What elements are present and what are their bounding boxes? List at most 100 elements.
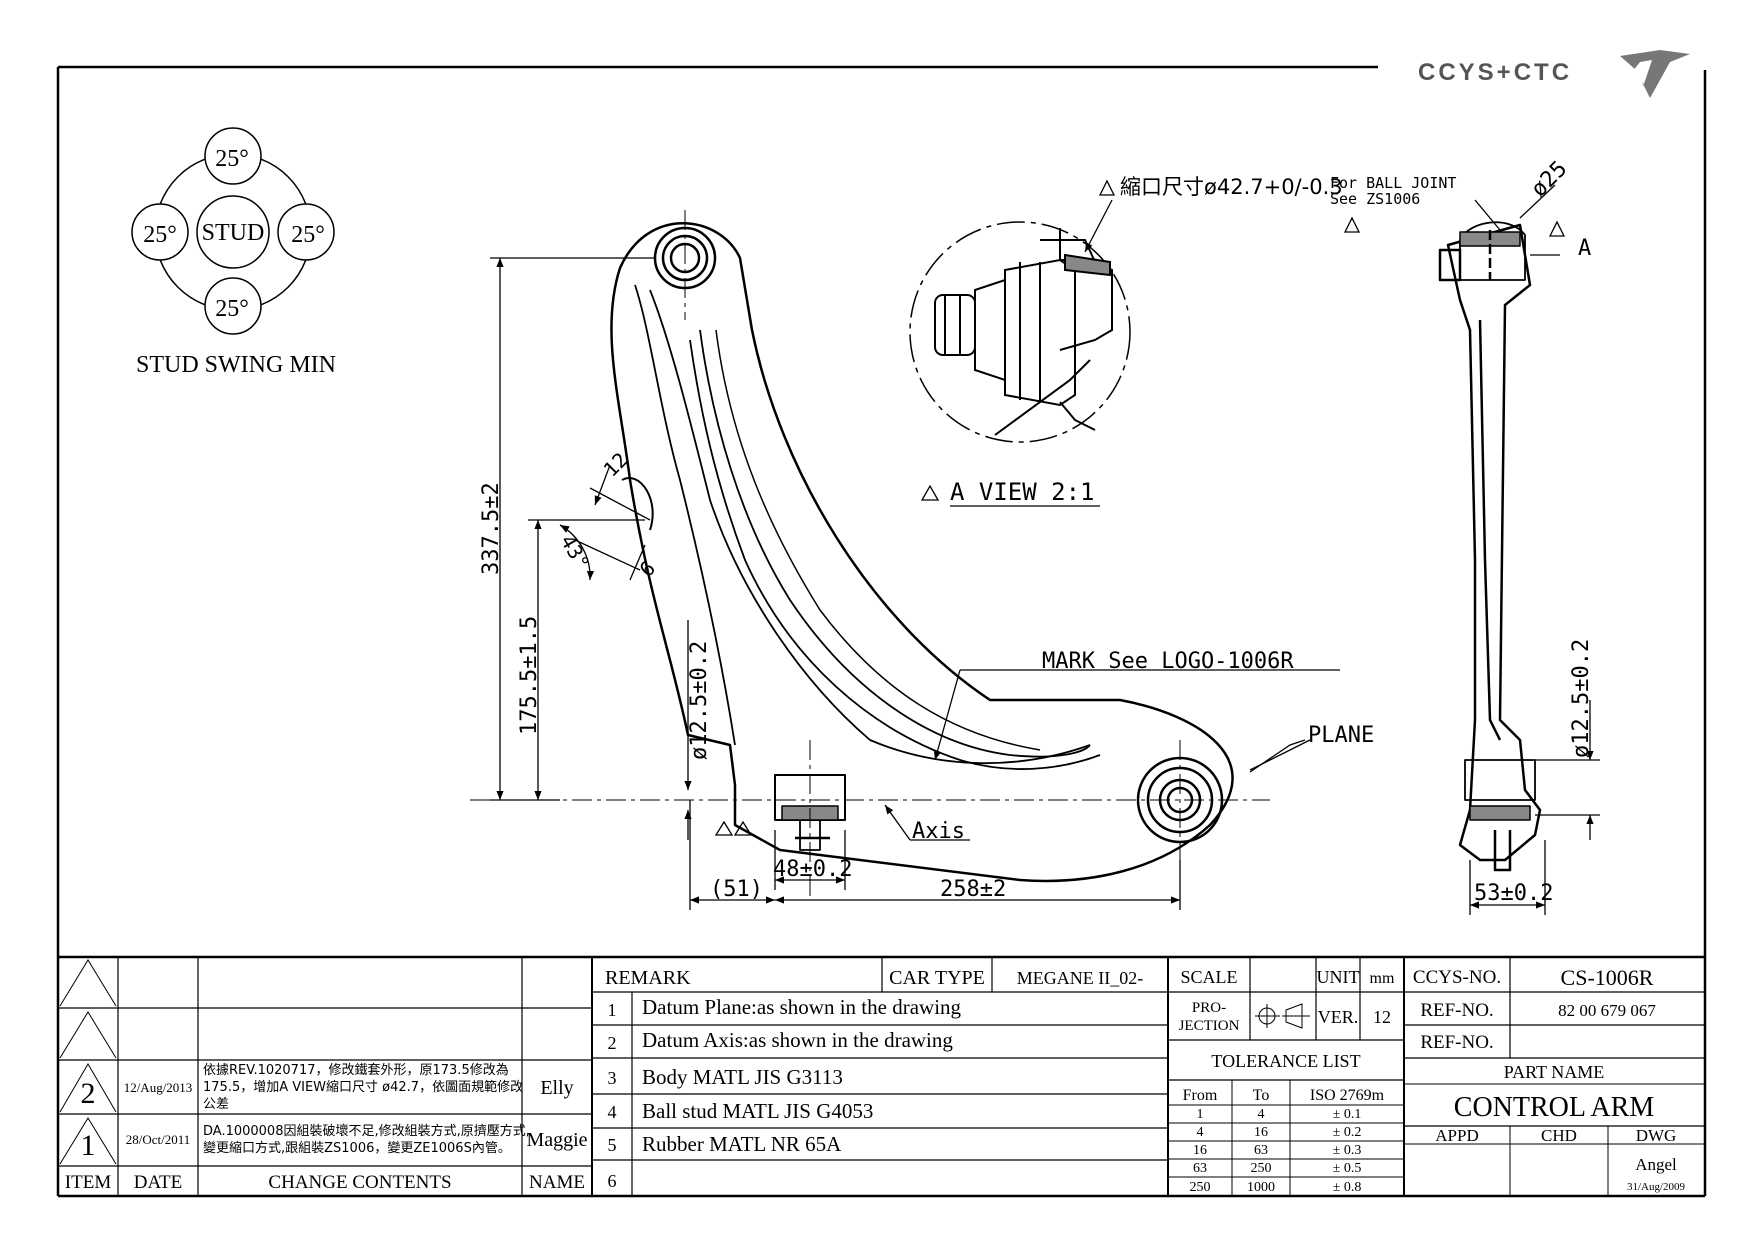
tol-row-1-from: 1 [1197, 1107, 1204, 1122]
remark-no-2: 2 [608, 1033, 617, 1053]
dimension-lines [490, 257, 1340, 910]
dwg-label: DWG [1636, 1126, 1677, 1145]
dim-side-dia: ø12.5±0.2 [1569, 639, 1594, 758]
dim-offset: (51) [710, 877, 763, 902]
ccys-no-label: CCYS-NO. [1413, 967, 1501, 988]
swing-caption: STUD SWING MIN [136, 352, 336, 378]
appd-label: APPD [1435, 1126, 1478, 1145]
note-crimp-dia: 縮口尺寸ø42.7+0/-0.3 [1120, 175, 1343, 199]
rev-contents-2b: 175.5，增加A VIEW縮口尺寸 ø42.7，依圖面規範修改 [203, 1079, 523, 1095]
rev-contents-2c: 公差 [203, 1097, 229, 1112]
datum-a-label: A [1578, 236, 1591, 261]
tolerance-title: TOLERANCE LIST [1211, 1051, 1360, 1071]
rev-header-item: ITEM [65, 1172, 112, 1193]
remark-no-5: 5 [608, 1135, 617, 1155]
rev-name-2: Elly [540, 1077, 573, 1099]
remark-text-3: Body MATL JIS G3113 [642, 1065, 843, 1089]
remark-no-4: 4 [608, 1102, 617, 1122]
remark-no-6: 6 [608, 1171, 617, 1191]
svg-text:CCYS+CTC: CCYS+CTC [1418, 59, 1572, 86]
callout-plane: PLANE [1308, 723, 1374, 748]
rev-contents-1b: 變更縮口方式,跟組裝ZS1006，變更ZE1006S內管。 [203, 1140, 511, 1156]
swing-angle-bottom: 25° [215, 296, 249, 322]
dim-tab-width: 12 [599, 448, 633, 482]
dim-height-total: 337.5±2 [479, 482, 504, 575]
unit-value: mm [1370, 970, 1395, 987]
tol-row-5-tol: ± 0.8 [1333, 1180, 1362, 1195]
rev-contents-1a: DA.1000008因組裝破壞不足,修改組裝方式,原擠壓方式, [203, 1123, 530, 1139]
rev-header-contents: CHANGE CONTENTS [268, 1172, 451, 1193]
dim-height-a: 175.5±1.5 [517, 616, 542, 735]
ref-no-label: REF-NO. [1420, 1000, 1493, 1021]
rev-header-name: NAME [529, 1172, 585, 1193]
dim-bush-dia: ø12.5±0.2 [687, 641, 712, 760]
dim-tab-hole: 6 [635, 556, 660, 581]
remark-text-5: Rubber MATL NR 65A [642, 1132, 842, 1156]
control-arm-front-view [610, 222, 1234, 883]
brand-logo: CCYS+CTC [1418, 50, 1690, 98]
ref-no-value: 82 00 679 067 [1558, 1001, 1656, 1020]
part-name-value: CONTROL ARM [1454, 1092, 1655, 1123]
tol-row-2-tol: ± 0.2 [1333, 1125, 1362, 1140]
tol-row-4-from: 63 [1193, 1161, 1207, 1176]
remark-no-1: 1 [608, 1000, 617, 1020]
drawing-date: 31/Aug/2009 [1627, 1181, 1686, 1193]
rev-item-1: 1 [81, 1129, 96, 1162]
tol-row-5-from: 250 [1190, 1180, 1211, 1195]
rev-name-1: Maggie [526, 1129, 587, 1151]
tol-row-1-to: 4 [1258, 1107, 1265, 1122]
ref-no-label-2: REF-NO. [1420, 1032, 1493, 1053]
a-view-detail [909, 221, 1131, 443]
scale-label: SCALE [1180, 967, 1237, 987]
projection-label: PRO- [1192, 1000, 1226, 1016]
side-view-dims [1343, 184, 1600, 915]
chd-label: CHD [1541, 1126, 1577, 1145]
remark-text-4: Ball stud MATL JIS G4053 [642, 1099, 873, 1123]
tol-row-3-from: 16 [1193, 1143, 1207, 1158]
drawer-name: Angel [1635, 1155, 1677, 1174]
tol-row-3-to: 63 [1254, 1143, 1268, 1158]
centerlines [470, 210, 1270, 900]
swing-center-label: STUD [202, 220, 265, 246]
rev-contents-2a: 依據REV.1020717，修改鐵套外形，原173.5修改為 [203, 1062, 509, 1078]
ball-joint-note-1: For BALL JOINT [1330, 174, 1456, 192]
remark-no-3: 3 [608, 1068, 617, 1088]
tol-row-4-tol: ± 0.5 [1333, 1161, 1362, 1176]
callout-axis: Axis [912, 819, 965, 844]
tol-row-1-tol: ± 0.1 [1333, 1107, 1362, 1122]
tol-row-4-to: 250 [1251, 1161, 1272, 1176]
tol-row-2-to: 16 [1254, 1125, 1268, 1140]
dim-side-width: 53±0.2 [1474, 881, 1553, 906]
part-name-label: PART NAME [1504, 1062, 1604, 1082]
tol-row-2-from: 4 [1197, 1125, 1204, 1140]
stud-swing-diagram [131, 127, 335, 335]
title-block-grid [58, 955, 1705, 1196]
dim-stud-len: 48±0.2 [773, 857, 852, 882]
remark-title: REMARK [605, 967, 691, 989]
swing-angle-right: 25° [291, 222, 325, 248]
car-type-label: CAR TYPE [889, 967, 985, 989]
car-type-value: MEGANE II_02- [1017, 968, 1143, 988]
datum-triangles [714, 820, 753, 836]
dim-length: 258±2 [940, 877, 1006, 902]
tol-header-iso: ISO 2769m [1310, 1087, 1385, 1104]
tol-row-3-tol: ± 0.3 [1333, 1143, 1362, 1158]
callout-mark: MARK See LOGO-1006R [1042, 649, 1294, 674]
remark-text-1: Datum Plane:as shown in the drawing [642, 995, 962, 1019]
rev-item-2: 2 [81, 1077, 96, 1110]
rev-header-date: DATE [134, 1172, 183, 1193]
dim-ball-dia: ø25 [1527, 156, 1573, 202]
rev-date-2: 12/Aug/2013 [124, 1080, 193, 1095]
a-view-label: A VIEW 2:1 [950, 478, 1095, 506]
swing-angle-top: 25° [215, 146, 249, 172]
a-view-leader [920, 179, 1116, 507]
swing-angle-left: 25° [143, 222, 177, 248]
version-value: 12 [1373, 1007, 1391, 1027]
ccys-no-value: CS-1006R [1561, 965, 1654, 990]
remark-text-2: Datum Axis:as shown in the drawing [642, 1028, 953, 1052]
tol-header-to: To [1253, 1087, 1270, 1104]
unit-label: UNIT [1317, 967, 1360, 987]
control-arm-side-view [1438, 221, 1542, 872]
tol-row-5-to: 1000 [1247, 1180, 1275, 1195]
